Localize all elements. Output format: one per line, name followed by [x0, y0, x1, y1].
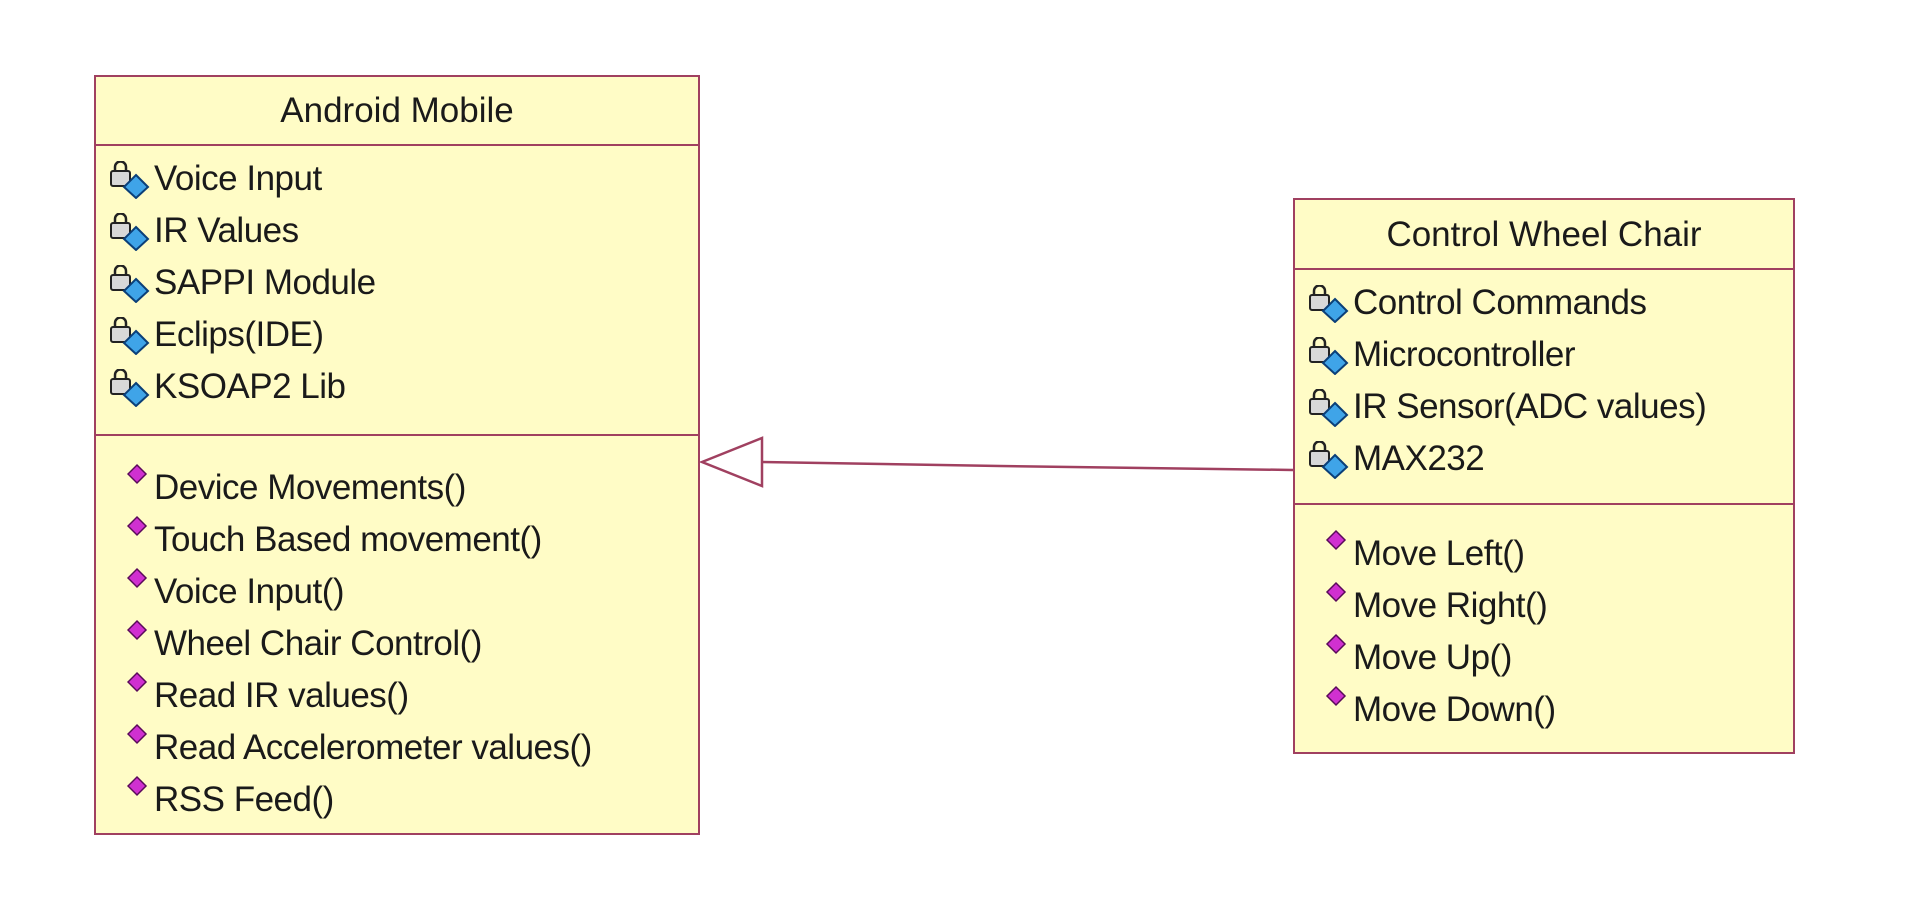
operation-label: Move Up() — [1353, 638, 1512, 677]
attribute-row: Microcontroller — [1295, 334, 1793, 386]
locked-attribute-icon — [1309, 285, 1349, 323]
generalization-line — [761, 460, 1294, 472]
operation-row: Read Accelerometer values() — [96, 723, 698, 775]
operation-diamond-icon — [126, 671, 148, 693]
locked-attribute-icon — [110, 317, 150, 355]
locked-attribute-icon — [110, 213, 150, 251]
attribute-label: KSOAP2 Lib — [154, 367, 346, 406]
operation-diamond-icon — [126, 567, 148, 589]
attribute-label: Microcontroller — [1353, 335, 1576, 374]
operation-diamond-icon — [126, 723, 148, 745]
operation-compartment: Move Left() Move Right() Move Up() Move … — [1295, 505, 1793, 737]
operation-diamond-icon — [1325, 529, 1347, 551]
operation-row: Move Left() — [1295, 529, 1793, 581]
operation-label: Read IR values() — [154, 676, 409, 715]
operation-label: Touch Based movement() — [154, 520, 542, 559]
operation-label: Wheel Chair Control() — [154, 624, 482, 663]
attribute-row: Control Commands — [1295, 282, 1793, 334]
attribute-row: KSOAP2 Lib — [96, 366, 698, 418]
operation-label: Move Left() — [1353, 534, 1525, 573]
class-name: Android Mobile — [96, 77, 698, 146]
operation-row: Touch Based movement() — [96, 515, 698, 567]
operation-diamond-icon — [126, 463, 148, 485]
attribute-label: IR Sensor(ADC values) — [1353, 387, 1707, 426]
attribute-label: Voice Input — [154, 159, 322, 198]
operation-label: Read Accelerometer values() — [154, 728, 592, 767]
operation-diamond-icon — [1325, 581, 1347, 603]
operation-label: Move Down() — [1353, 690, 1556, 729]
operation-label: Voice Input() — [154, 572, 345, 611]
locked-attribute-icon — [110, 161, 150, 199]
locked-attribute-icon — [1309, 389, 1349, 427]
operation-diamond-icon — [1325, 633, 1347, 655]
class-name: Control Wheel Chair — [1295, 200, 1793, 270]
locked-attribute-icon — [1309, 337, 1349, 375]
attribute-label: MAX232 — [1353, 439, 1485, 478]
operation-label: Device Movements() — [154, 468, 466, 507]
operation-row: Device Movements() — [96, 463, 698, 515]
locked-attribute-icon — [110, 369, 150, 407]
operation-row: Move Up() — [1295, 633, 1793, 685]
attribute-compartment: Voice Input IR Values SAPPI Module Eclip… — [96, 146, 698, 436]
operation-row: Move Down() — [1295, 685, 1793, 737]
class-android-mobile[interactable]: Android Mobile Voice Input IR Values SAP… — [94, 75, 700, 835]
operation-diamond-icon — [126, 515, 148, 537]
operation-diamond-icon — [126, 775, 148, 797]
generalization-arrowhead — [698, 436, 764, 488]
locked-attribute-icon — [110, 265, 150, 303]
locked-attribute-icon — [1309, 441, 1349, 479]
operation-label: Move Right() — [1353, 586, 1548, 625]
operation-row: Wheel Chair Control() — [96, 619, 698, 671]
attribute-label: Eclips(IDE) — [154, 315, 324, 354]
class-control-wheel-chair[interactable]: Control Wheel Chair Control Commands Mic… — [1293, 198, 1795, 754]
attribute-row: MAX232 — [1295, 438, 1793, 490]
operation-row: Read IR values() — [96, 671, 698, 723]
attribute-row: IR Values — [96, 210, 698, 262]
operation-label: RSS Feed() — [154, 780, 334, 819]
attribute-row: SAPPI Module — [96, 262, 698, 314]
attribute-row: Voice Input — [96, 158, 698, 210]
attribute-label: SAPPI Module — [154, 263, 376, 302]
operation-diamond-icon — [1325, 685, 1347, 707]
operation-diamond-icon — [126, 619, 148, 641]
attribute-row: Eclips(IDE) — [96, 314, 698, 366]
operation-compartment: Device Movements() Touch Based movement(… — [96, 436, 698, 827]
operation-row: RSS Feed() — [96, 775, 698, 827]
operation-row: Move Right() — [1295, 581, 1793, 633]
operation-row: Voice Input() — [96, 567, 698, 619]
attribute-row: IR Sensor(ADC values) — [1295, 386, 1793, 438]
attribute-compartment: Control Commands Microcontroller IR Sens… — [1295, 270, 1793, 505]
attribute-label: IR Values — [154, 211, 299, 250]
attribute-label: Control Commands — [1353, 283, 1647, 322]
